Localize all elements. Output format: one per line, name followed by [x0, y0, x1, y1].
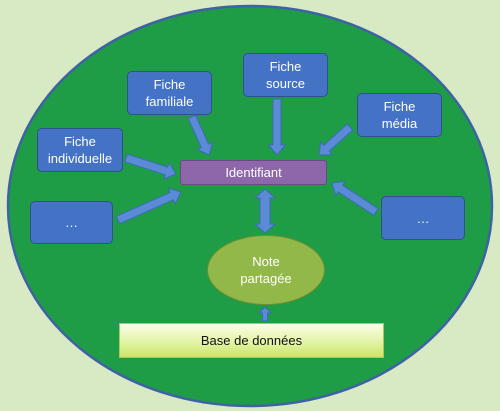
arrow-identifiant-note-partagee — [253, 188, 277, 234]
node-left-ellipsis-label: … — [65, 215, 78, 230]
node-fiche-media-label: Fiche média — [381, 99, 418, 131]
arrow-fiche-individuelle-to-identifiant — [124, 153, 177, 180]
node-fiche-source-label: Fiche source — [265, 59, 306, 91]
arrow-left-ellipsis-to-identifiant — [115, 187, 182, 225]
arrow-fiche-media-to-identifiant — [318, 123, 354, 156]
arrow-right-ellipsis-to-identifiant — [331, 180, 379, 216]
node-fiche-source: Fiche source — [243, 53, 328, 97]
node-fiche-individuelle: Fiche individuelle — [37, 128, 123, 172]
node-note-partagee: Note partagée — [207, 235, 325, 305]
node-left-ellipsis: … — [30, 201, 113, 244]
node-fiche-familiale: Fiche familiale — [127, 71, 212, 115]
node-note-partagee-label: Note partagée — [240, 254, 292, 286]
node-identifiant: Identifiant — [180, 160, 327, 185]
arrow-group — [115, 98, 379, 322]
node-fiche-individuelle-label: Fiche individuelle — [47, 134, 113, 166]
node-base-de-donnees-label: Base de données — [200, 333, 303, 348]
node-right-ellipsis: … — [381, 196, 465, 240]
node-base-de-donnees: Base de données — [119, 323, 384, 358]
arrow-fiche-familiale-to-identifiant — [187, 114, 214, 156]
arrow-fiche-source-to-identifiant — [267, 98, 287, 156]
node-fiche-media: Fiche média — [357, 93, 442, 137]
node-right-ellipsis-label: … — [416, 210, 430, 226]
node-fiche-familiale-label: Fiche familiale — [145, 77, 194, 109]
arrow-base-de-donnees-to-note-partagee — [257, 306, 273, 322]
node-identifiant-label: Identifiant — [225, 165, 282, 180]
